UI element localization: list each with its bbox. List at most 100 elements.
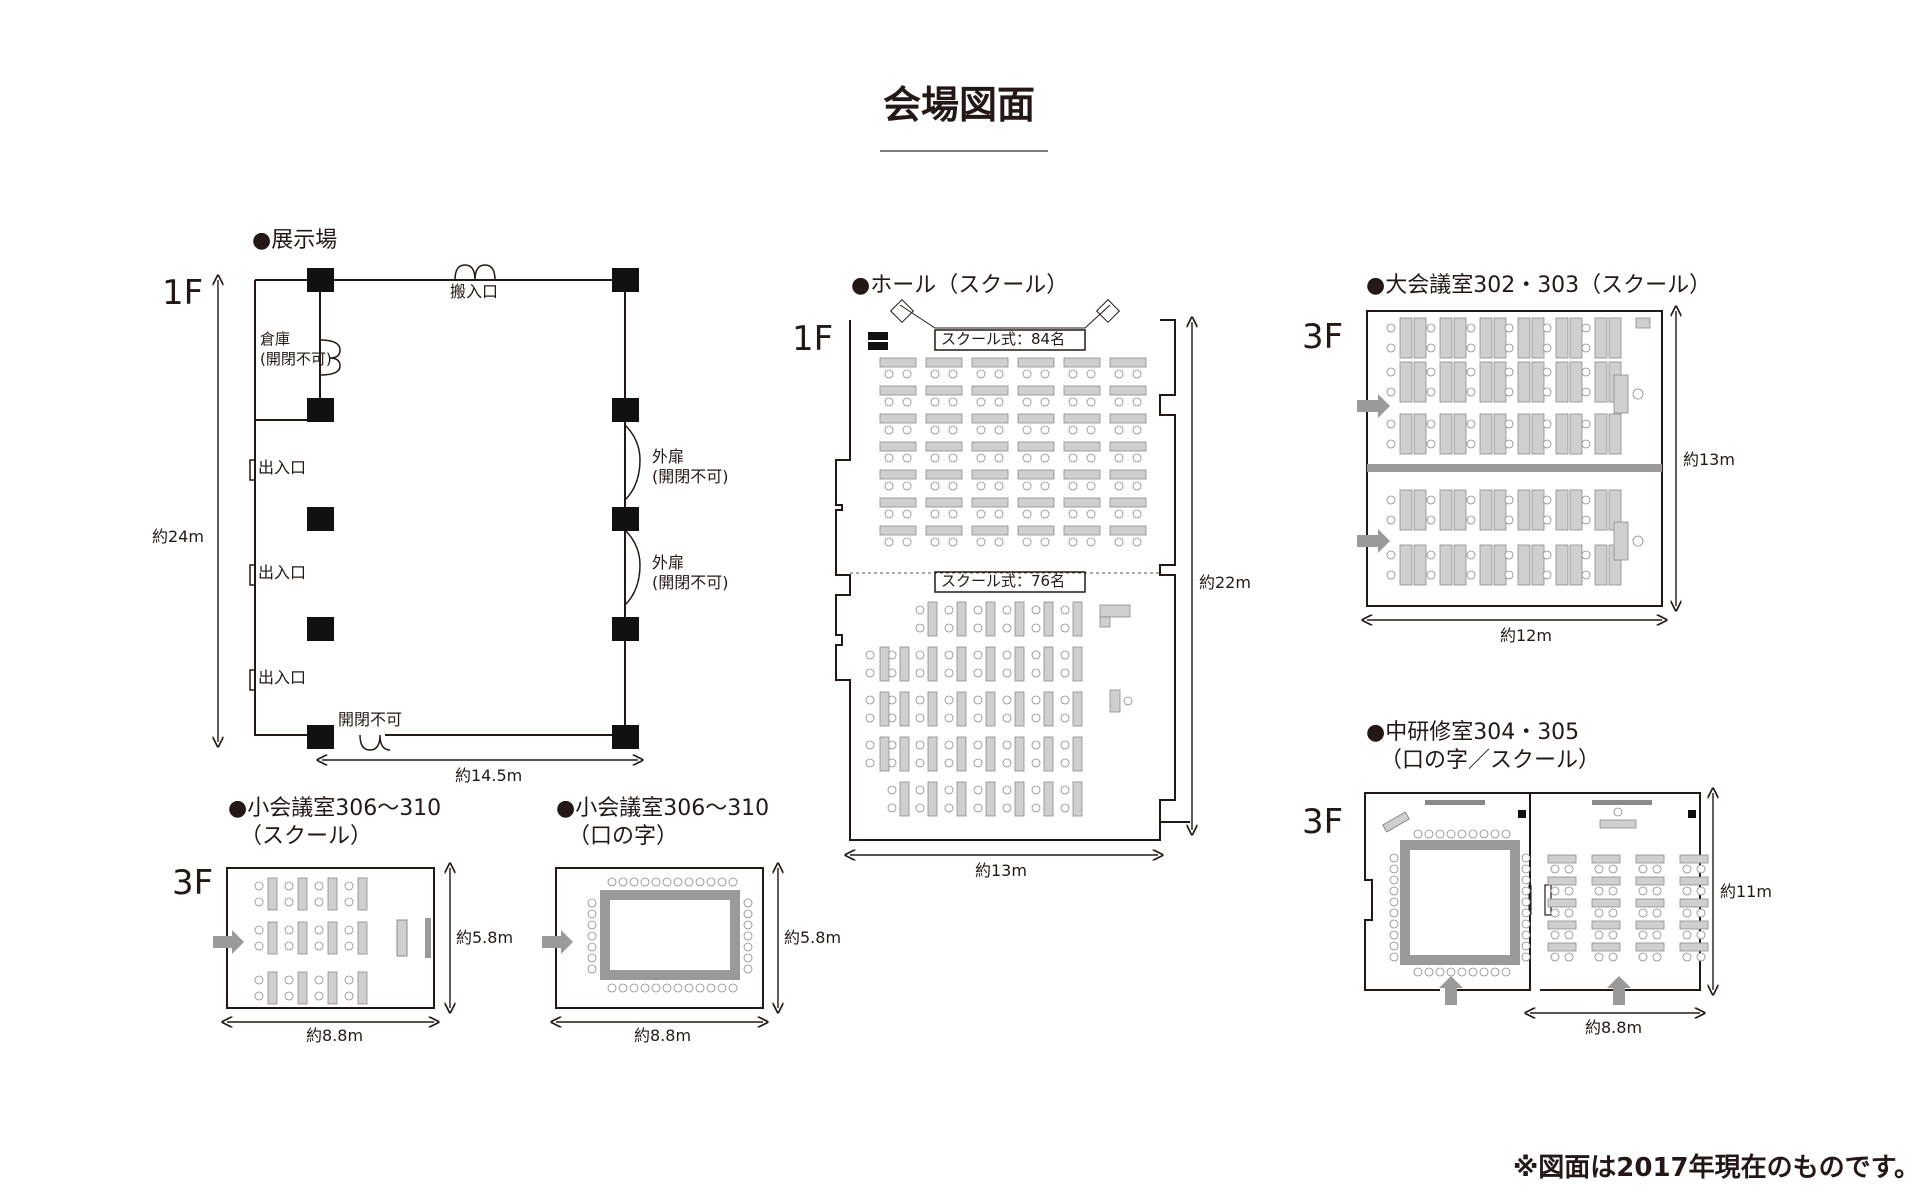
table (879, 736, 890, 772)
table (1555, 361, 1569, 403)
chair (1446, 829, 1456, 839)
chair (976, 481, 986, 491)
table (1531, 317, 1545, 359)
chair (743, 953, 753, 963)
chair (1060, 740, 1070, 750)
chair (743, 898, 753, 908)
table (357, 971, 368, 1005)
table (985, 691, 996, 727)
table (1063, 357, 1101, 368)
chair (1389, 952, 1399, 962)
exhibit-entrance-2: 出入口 (258, 563, 307, 582)
table (899, 736, 910, 772)
chair (1386, 515, 1396, 525)
chair (1581, 495, 1591, 505)
chair (1389, 897, 1399, 907)
chair (1696, 864, 1706, 874)
table (1569, 361, 1583, 403)
chair (1613, 807, 1623, 817)
table (956, 736, 967, 772)
small-b-height: 約5.8m (784, 928, 842, 947)
table (1453, 361, 1467, 403)
chair (1696, 930, 1706, 940)
table (879, 646, 890, 682)
chair (976, 509, 986, 519)
table (1439, 413, 1453, 455)
chair (1594, 864, 1604, 874)
chair (314, 925, 324, 935)
table (1014, 646, 1025, 682)
exhibit-outer-door-2: 外扉 (652, 553, 685, 572)
chair (284, 881, 294, 891)
chair (973, 740, 983, 750)
hall-dims (850, 322, 1192, 855)
small-b-width: 約8.8m (634, 1026, 692, 1045)
table (1594, 317, 1608, 359)
chair (915, 785, 925, 795)
chair (1581, 323, 1591, 333)
chair (1068, 537, 1078, 547)
chair (1068, 397, 1078, 407)
chair (587, 953, 597, 963)
chair (1468, 967, 1478, 977)
chair (1031, 623, 1041, 633)
small-a-arrow (213, 930, 244, 954)
chair (284, 897, 294, 907)
chair (915, 803, 925, 813)
table (1043, 646, 1054, 682)
small-b-square-tables (600, 890, 740, 980)
chair (944, 695, 954, 705)
exhibit-doors (249, 264, 641, 751)
table (297, 877, 308, 911)
table (927, 601, 938, 637)
chair (587, 931, 597, 941)
table (1517, 361, 1531, 403)
chair (930, 537, 940, 547)
chair (1389, 919, 1399, 929)
chair (1564, 930, 1574, 940)
chair (1386, 343, 1396, 353)
hall-height: 約22m (1199, 573, 1251, 592)
chair (1542, 550, 1552, 560)
chair (314, 941, 324, 951)
table (1014, 601, 1025, 637)
chair (1446, 967, 1456, 977)
table (1479, 413, 1493, 455)
table (1608, 317, 1622, 359)
chair (1594, 930, 1604, 940)
chair (1031, 758, 1041, 768)
table (357, 921, 368, 955)
table (1017, 413, 1055, 424)
table (925, 413, 963, 424)
chair (254, 941, 264, 951)
chair (1696, 952, 1706, 962)
chair (629, 983, 639, 993)
table (1109, 525, 1147, 536)
chair (1114, 453, 1124, 463)
chair (976, 453, 986, 463)
table (1635, 876, 1665, 886)
mid-screens (1425, 800, 1652, 805)
chair (344, 975, 354, 985)
table (1072, 601, 1083, 637)
table (1109, 357, 1147, 368)
exhibit-outer-door-note-2: (開閉不可) (652, 573, 729, 592)
table (1594, 544, 1608, 586)
chair (1031, 695, 1041, 705)
chair (865, 758, 875, 768)
table (1109, 689, 1121, 713)
mid-height: 約11m (1720, 882, 1772, 901)
chair (717, 877, 727, 887)
chair (1386, 419, 1396, 429)
chair (651, 983, 661, 993)
table (971, 385, 1009, 396)
table (1679, 876, 1709, 886)
chair (1521, 941, 1531, 951)
chair (1632, 535, 1644, 547)
exhibit-storage: 倉庫 (260, 330, 291, 348)
chair (1068, 481, 1078, 491)
chair (1086, 537, 1096, 547)
table (1109, 385, 1147, 396)
chair (1581, 343, 1591, 353)
chair (1594, 886, 1604, 896)
